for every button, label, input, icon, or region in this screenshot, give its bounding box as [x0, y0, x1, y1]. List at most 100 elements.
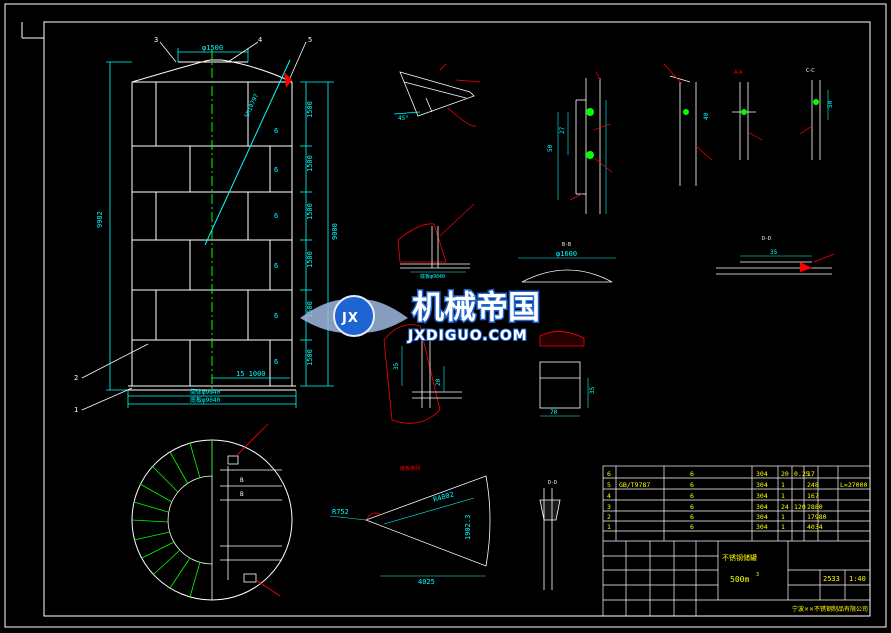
- bom-cell-r5-c3: 304: [756, 523, 768, 531]
- detail-small-plate: 70 35: [539, 331, 596, 417]
- svg-text:D-D: D-D: [548, 480, 557, 486]
- callout-4: 4: [258, 36, 262, 44]
- dim-bottom-plate: 底板φ9040: [190, 396, 220, 404]
- watermark: JX 机械帝国 JXDIGUO.COM: [300, 287, 542, 345]
- dim-bottom-shell: 筒体φ9040: [190, 388, 220, 396]
- dim-course-2: 1500: [306, 155, 314, 172]
- dim-course-5: 1500: [306, 301, 314, 318]
- bom-cell-r4-c3: 304: [756, 513, 768, 521]
- bom-cell-r5-c2: 6: [690, 523, 694, 531]
- callout-2: 2: [74, 374, 78, 382]
- drawing-frame: [4, 3, 887, 628]
- thk-label-1: 6: [274, 127, 278, 135]
- dim-plate-35: 35: [589, 386, 596, 394]
- bom-cell-r3-c5: 120: [794, 503, 806, 511]
- detail-angle-bracket: 底板φ9040: [397, 203, 475, 280]
- bom-cell-r1-c2: 6: [690, 481, 694, 489]
- title-block-drawing-no: 2533: [823, 575, 840, 583]
- svg-text:35: 35: [770, 249, 778, 256]
- dim-bottom-inner: 15 1000: [236, 370, 266, 378]
- section-c-title: C-C: [806, 68, 815, 74]
- detail-weld-a: 50 27: [547, 71, 613, 214]
- dim-overall-height: 9982: [96, 211, 104, 228]
- bom-cell-r0-c6: 17: [807, 470, 815, 478]
- svg-text:底板φ9040: 底板φ9040: [420, 273, 445, 280]
- detail-horizontal-weld: 35 D-D: [716, 236, 835, 275]
- svg-text:50: 50: [827, 100, 834, 108]
- detail-base-weld: D-D: [539, 480, 561, 590]
- thk-label-4: 6: [274, 262, 278, 270]
- detail-roof-angle: [393, 63, 481, 127]
- bom-cell-r5-c4: 1: [781, 523, 785, 531]
- title-block-name: 不锈钢储罐: [722, 553, 757, 562]
- dim-sector-side: 1902.3: [464, 515, 472, 540]
- dim-course-3: 1500: [306, 203, 314, 220]
- svg-text:50: 50: [547, 144, 554, 152]
- svg-text:27: 27: [559, 126, 566, 134]
- section-b-title: B-B: [562, 242, 571, 248]
- bom-cell-r3-c2: 6: [690, 503, 694, 511]
- bom-cell-r3-c6: 2880: [807, 503, 823, 511]
- svg-text:B: B: [240, 477, 244, 484]
- bottom-plate-layout-title: 底板排列: [400, 465, 420, 472]
- watermark-logo: JX: [341, 311, 359, 326]
- dim-course-4: 1500: [306, 251, 314, 268]
- plan-view: B B: [131, 423, 293, 601]
- dim-course-1: 1500: [306, 101, 314, 118]
- bom-cell-r1-c4: 1: [781, 481, 785, 489]
- bom-cell-r2-c2: 6: [690, 492, 694, 500]
- dim-sector-chord: 4025: [418, 578, 435, 586]
- bom-cell-r5-c6: 4034: [807, 523, 823, 531]
- section-a-title: A-A: [734, 70, 743, 76]
- tank-elevation: φ1500 9982 9000 1500 1500 1500 1500 1500…: [74, 36, 339, 414]
- thk-label-6: 6: [274, 358, 278, 366]
- detail-lower-clip: 35 20: [383, 324, 462, 424]
- bom-cell-r4-c4: 1: [781, 513, 785, 521]
- section-d-title: D-D: [762, 236, 771, 242]
- title-block-capacity-sup: 3: [756, 572, 759, 578]
- callout-1: 1: [74, 406, 78, 414]
- bom-cell-r5-c0: 1: [607, 523, 611, 531]
- bom-cell-r4-c0: 2: [607, 513, 611, 521]
- bom-cell-r0-c3: 304: [756, 470, 768, 478]
- bom-cell-r2-c0: 4: [607, 492, 611, 500]
- bom-cell-r0-c2: 6: [690, 470, 694, 478]
- dim-plate-70: 70: [550, 409, 558, 416]
- watermark-cn-text: 机械帝国: [412, 288, 540, 326]
- svg-text:20: 20: [435, 378, 442, 386]
- bom-cell-r3-c0: 3: [607, 503, 611, 511]
- bom-cell-r1-c0: 5: [607, 481, 611, 489]
- detail-section-d: 50 C-C: [799, 68, 834, 160]
- dim-sector-r-inner: R752: [332, 508, 349, 516]
- bom-cell-r1-c7: L=27000: [840, 481, 867, 489]
- callout-3: 3: [154, 36, 158, 44]
- title-block-capacity: 500m: [730, 575, 749, 584]
- title-block-company: 宁波××不锈钢制品有限公司: [792, 605, 868, 613]
- bom-cell-r0-c0: 6: [607, 470, 611, 478]
- watermark-en-text: JXDIGUO.COM: [407, 328, 528, 344]
- bom-cell-r1-c3: 304: [756, 481, 768, 489]
- thk-label-3: 6: [274, 212, 278, 220]
- thk-label-2: 6: [274, 166, 278, 174]
- detail-section-c: A-A: [732, 70, 763, 160]
- bom-cell-r4-c6: 17980: [807, 513, 827, 521]
- bom-cell-r1-c1: GB/T9787: [619, 481, 650, 489]
- dim-course-6: 1500: [306, 349, 314, 366]
- bom-cell-r1-c6: 248: [807, 481, 819, 489]
- thk-label-5: 6: [274, 312, 278, 320]
- bom-cell-r2-c6: 167: [807, 492, 819, 500]
- dim-cap-diameter: φ1600: [556, 250, 577, 258]
- bom-cell-r3-c4: 24: [781, 503, 789, 511]
- bom-cell-r4-c2: 6: [690, 513, 694, 521]
- watermark-gear-icon: [333, 295, 375, 337]
- bom-cell-r0-c4: 20: [781, 470, 789, 478]
- callout-5: 5: [308, 36, 312, 44]
- svg-text:45°: 45°: [398, 115, 409, 122]
- svg-text:35: 35: [393, 362, 400, 370]
- detail-roof-cap: φ1600 B-B: [518, 242, 616, 283]
- bom-cell-r2-c3: 304: [756, 492, 768, 500]
- detail-plate-b: 40: [663, 63, 713, 186]
- svg-text:B: B: [240, 491, 244, 498]
